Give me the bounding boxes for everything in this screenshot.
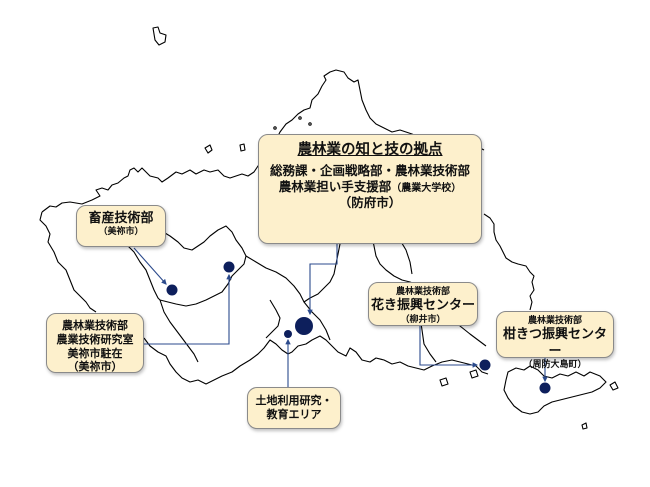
citrus-center-location: （周防大島町） (523, 359, 587, 370)
mine-line4: （美祢市） (67, 360, 123, 374)
flower-center-name: 花き振興センター (370, 298, 475, 314)
connector-hana (419, 326, 479, 368)
callout-citrus-center: 農林業技術部 柑きつ振興センター （周防大島町） (496, 311, 614, 370)
land-use-line2: 教育エリア (266, 407, 322, 421)
flower-center-location: （柳井市） (400, 314, 446, 325)
hq-departments-line2: 農林業担い手支援部（農業大学校） (259, 179, 481, 196)
connector-hq (307, 244, 338, 316)
marker-chikusan (166, 284, 178, 296)
connector-lines (133, 244, 548, 387)
marker-mine (223, 261, 235, 273)
callout-headquarters: 農林業の知と技の拠点 総務課・企画戦略部・農林業技術部 農林業担い手支援部（農業… (258, 134, 482, 244)
livestock-dept-name: 畜産技術部 (88, 211, 154, 226)
callout-flower-center: 農林業技術部 花き振興センター （柳井市） (368, 282, 478, 326)
hq-title: 農林業の知と技の拠点 (297, 142, 443, 158)
marker-hana (479, 359, 491, 371)
citrus-center-name: 柑きつ振興センター (502, 327, 607, 359)
marker-tochi (284, 330, 292, 338)
callout-land-use-area: 土地利用研究・ 教育エリア (247, 387, 341, 429)
mine-line2: 農業技術研究室 (56, 332, 134, 346)
livestock-dept-location: （美祢市） (98, 227, 144, 238)
callout-livestock-dept: 畜産技術部 （美祢市） (76, 205, 166, 247)
hq-line2-main: 農林業担い手支援部 (278, 178, 392, 194)
flower-center-dept: 農林業技術部 (395, 287, 450, 297)
mine-line3: 美祢市駐在 (67, 346, 123, 360)
marker-kankitsu (539, 382, 551, 394)
hq-location: （防府市） (338, 195, 402, 211)
mine-line1: 農林業技術部 (62, 319, 128, 332)
connector-chikusan (133, 247, 167, 285)
connector-mine (144, 273, 232, 345)
marker-hq (295, 317, 313, 335)
callout-mine-office: 農林業技術部 農業技術研究室 美祢市駐在 （美祢市） (46, 313, 144, 373)
hq-departments-line1: 総務課・企画戦略部・農林業技術部 (269, 163, 470, 179)
hq-line2-sub: （農業大学校） (391, 182, 462, 194)
site-markers (166, 261, 551, 394)
land-use-line1: 土地利用研究・ (255, 394, 333, 407)
citrus-center-dept: 農林業技術部 (527, 316, 582, 326)
